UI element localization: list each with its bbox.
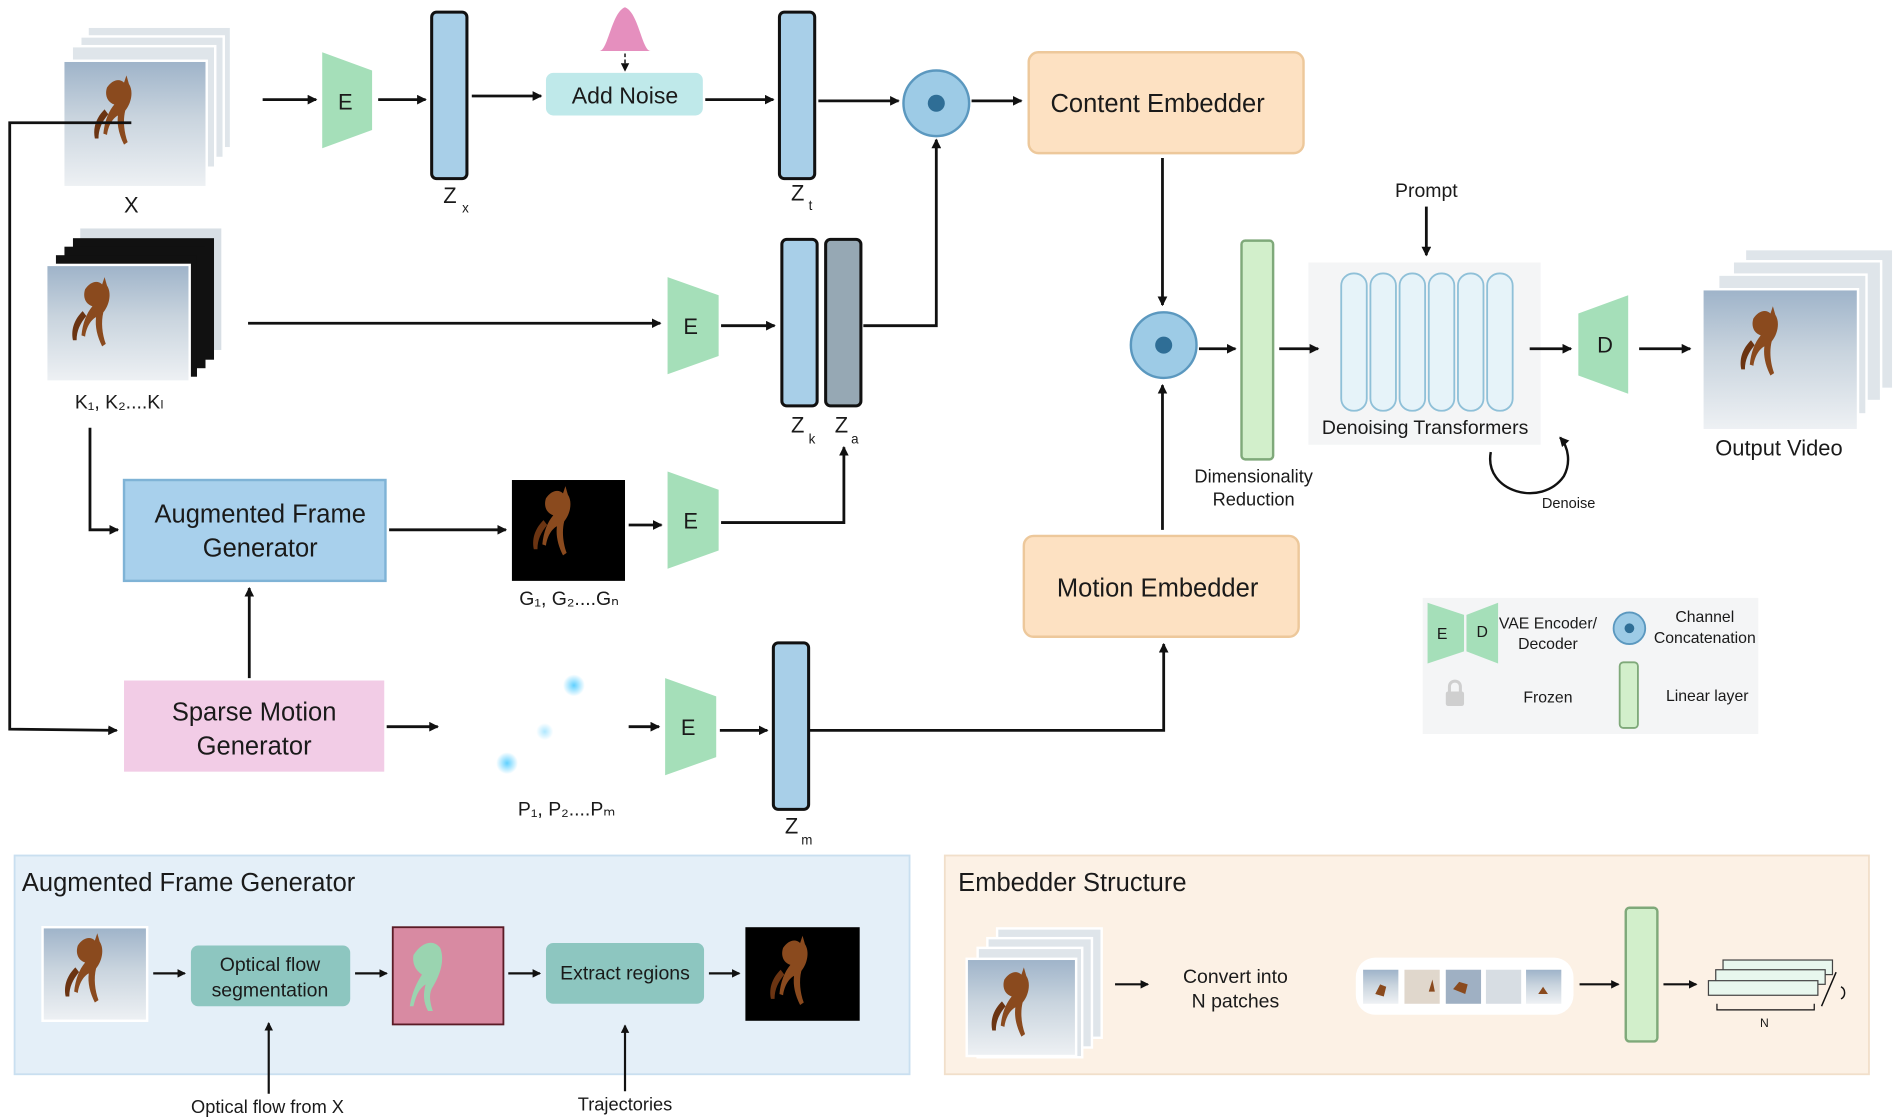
denoise-label: Denoise — [1542, 496, 1596, 512]
prompt-label: Prompt — [1395, 180, 1458, 202]
svg-text:Z: Z — [791, 181, 804, 206]
svg-text:t: t — [809, 198, 813, 213]
n-label: N — [1760, 1016, 1769, 1030]
latent-zx — [430, 10, 469, 181]
legend-decoder-icon — [1466, 602, 1499, 664]
extract-regions-label: Extract regions — [560, 962, 690, 984]
svg-text:E: E — [683, 314, 698, 339]
add-noise-box — [545, 72, 703, 116]
denoising-transformers-label: Denoising Transformers — [1322, 417, 1529, 439]
svg-text:m: m — [801, 833, 812, 848]
noise-distribution-icon — [599, 7, 651, 52]
latent-zk — [780, 237, 819, 408]
legend-vae-label: VAE Encoder/Decoder — [1499, 615, 1598, 653]
encoder-points: E — [665, 678, 717, 776]
channel-concat-top — [902, 69, 971, 138]
svg-text:a: a — [851, 432, 859, 447]
motion-embedder-label: Motion Embedder — [1057, 575, 1259, 603]
svg-text:x: x — [462, 201, 469, 216]
output-video-frames — [1701, 247, 1895, 432]
denoising-transformers-block — [1308, 262, 1541, 445]
encoder-augmented: E — [667, 471, 719, 569]
legend-encoder-icon — [1427, 602, 1465, 664]
svg-text:D: D — [1597, 332, 1613, 357]
svg-text:Z: Z — [791, 413, 804, 438]
dimensionality-reduction-layer — [1240, 239, 1275, 461]
augmented-frames-label: G₁, G₂....Gₙ — [519, 588, 619, 610]
patch-row — [1363, 969, 1562, 1004]
keyframes-label: K₁, K₂....Kₗ — [75, 391, 164, 413]
latent-zt — [777, 10, 817, 181]
svg-text:k: k — [809, 432, 816, 447]
legend-linear-label: Linear layer — [1666, 688, 1749, 705]
sparse-points — [496, 674, 585, 775]
svg-text:D: D — [1477, 624, 1488, 641]
svg-text:E: E — [681, 715, 696, 740]
svg-text:E: E — [1437, 626, 1448, 643]
channel-concat-middle — [1129, 311, 1198, 380]
points-label: P₁, P₂....Pₘ — [518, 798, 616, 820]
legend-frozen-label: Frozen — [1523, 689, 1572, 706]
latent-zm — [771, 641, 811, 811]
token-stack — [1707, 959, 1846, 1011]
latent-za — [824, 237, 863, 408]
optical-flow-from-x-label: Optical flow from X — [191, 1096, 344, 1117]
legend-linear-icon — [1618, 661, 1639, 729]
trajectories-label: Trajectories — [578, 1094, 673, 1115]
svg-text:E: E — [338, 89, 353, 114]
decoder: D — [1578, 295, 1629, 394]
svg-text:Z: Z — [785, 814, 798, 839]
sparse-motion-generator-box — [124, 680, 385, 772]
motion-embedder-box — [1022, 534, 1300, 638]
denoise-loop-arrow — [1489, 436, 1570, 495]
encoder-keyframes: E — [667, 277, 719, 375]
augmented-frame-generator-box — [122, 478, 387, 583]
keyframe-stack — [44, 228, 222, 383]
x-label: X — [124, 193, 139, 218]
svg-text:E: E — [683, 509, 698, 534]
output-video-label: Output Video — [1715, 436, 1842, 461]
content-embedder-box — [1027, 51, 1305, 155]
svg-text:Z: Z — [835, 413, 848, 438]
encoder-top: E — [322, 52, 373, 149]
lock-icon — [1445, 679, 1465, 707]
content-embedder-label: Content Embedder — [1050, 90, 1265, 118]
input-video-frames — [62, 25, 233, 189]
flow-arrows — [8, 91, 1692, 736]
embedder-panel-title: Embedder Structure — [958, 869, 1186, 897]
augmented-frame-image — [511, 480, 626, 581]
svg-text:Z: Z — [443, 183, 456, 208]
add-noise-label: Add Noise — [572, 82, 679, 108]
afg-panel-title: Augmented Frame Generator — [22, 869, 356, 897]
